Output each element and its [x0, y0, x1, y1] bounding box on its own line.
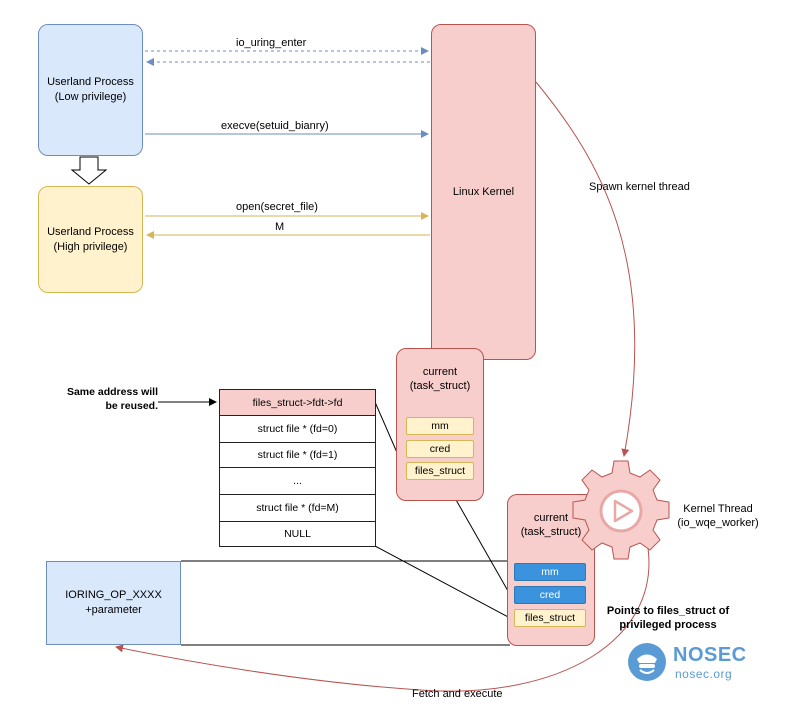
- task1-to-task2-line: [446, 483, 513, 599]
- io-uring-enter-label: io_uring_enter: [236, 37, 307, 49]
- nosec-brand-domain: nosec.org: [675, 667, 733, 681]
- task1-field-files-struct: files_struct: [406, 462, 474, 480]
- kernel-thread-label: Kernel Thread (io_wqe_worker): [677, 503, 759, 529]
- execve-label: execve(setuid_bianry): [221, 120, 329, 132]
- fetch-execute-arrow: [115, 547, 650, 692]
- task2-field-cred: cred: [514, 586, 586, 604]
- fd-table-row: NULL: [219, 522, 376, 547]
- fdt-to-task2-line: [374, 545, 511, 619]
- spawn-kernel-thread-label: Spawn kernel thread: [589, 181, 690, 193]
- task-struct-2-title: current (task_struct): [520, 512, 582, 538]
- task1-field-cred: cred: [406, 440, 474, 458]
- task-struct-1-title: current (task_struct): [409, 366, 471, 392]
- userland-process-high: Userland Process (High privilege): [38, 186, 143, 293]
- task2-field-files-struct: files_struct: [514, 609, 586, 627]
- kernel-thread-gear-icon: [572, 460, 670, 560]
- fd-table-header: files_struct->fdt->fd: [219, 389, 376, 416]
- ioring-op-box: IORING_OP_XXXX +parameter: [46, 561, 181, 645]
- spawn-thread-arrow: [535, 81, 636, 457]
- task1-field-mm: mm: [406, 417, 474, 435]
- fd-table-row: struct file * (fd=M): [219, 495, 376, 522]
- fd-table-row: struct file * (fd=1): [219, 443, 376, 468]
- ioring-buffer-outline: [181, 560, 510, 646]
- task2-field-mm: mm: [514, 563, 586, 581]
- privilege-transition-arrow: [70, 156, 108, 185]
- nosec-shield-icon: [628, 643, 666, 681]
- fd-table-row: ...: [219, 468, 376, 495]
- userland-process-low: Userland Process (Low privilege): [38, 24, 143, 156]
- points-to-note: Points to files_struct of privileged pro…: [606, 605, 730, 631]
- nosec-brand-name: NOSEC: [673, 644, 747, 666]
- fetch-execute-label: Fetch and execute: [412, 688, 503, 700]
- same-address-note: Same address will be reused.: [66, 386, 158, 412]
- fd-table: files_struct->fdt->fd struct file * (fd=…: [219, 389, 376, 547]
- return-m-label: M: [275, 221, 285, 233]
- open-label: open(secret_file): [236, 201, 318, 213]
- linux-kernel: Linux Kernel: [431, 24, 536, 360]
- fd-table-row: struct file * (fd=0): [219, 416, 376, 443]
- nosec-logo: NOSEC nosec.org: [627, 640, 777, 688]
